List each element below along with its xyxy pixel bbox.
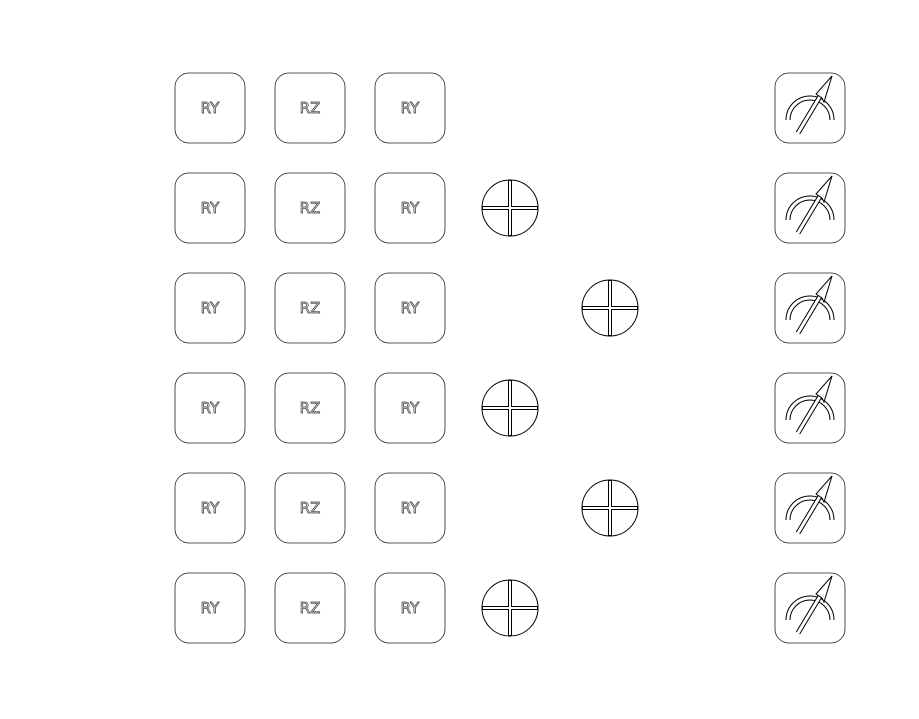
- gate-label: RY: [201, 99, 220, 117]
- gate-box: [274, 172, 346, 244]
- gate-box: [174, 72, 246, 144]
- gate-label: RZ: [300, 499, 321, 517]
- rotation-gate-ry[interactable]: RY: [374, 372, 446, 444]
- gate-box: [274, 572, 346, 644]
- measure-meter-icon[interactable]: [774, 172, 846, 244]
- measure-meter-icon[interactable]: [774, 272, 846, 344]
- rotation-gate-ry[interactable]: RY: [374, 272, 446, 344]
- rotation-gate-rz[interactable]: RZ: [274, 272, 346, 344]
- gate-box: [374, 72, 446, 144]
- gate-label: RZ: [300, 599, 321, 617]
- gate-box: [374, 572, 446, 644]
- gate-label: RZ: [300, 99, 321, 117]
- measure-meter-icon[interactable]: [774, 572, 846, 644]
- gate-label: RY: [401, 199, 420, 217]
- gate-box: [174, 472, 246, 544]
- gate-label: RY: [201, 299, 220, 317]
- gate-box: [174, 572, 246, 644]
- gate-label: RY: [201, 399, 220, 417]
- rotation-gate-ry[interactable]: RY: [174, 272, 246, 344]
- rotation-gate-ry[interactable]: RY: [374, 172, 446, 244]
- gate-label: RY: [401, 399, 420, 417]
- gate-label: RY: [201, 599, 220, 617]
- cnot-target-icon[interactable]: [481, 379, 539, 437]
- gate-box: [274, 372, 346, 444]
- cnot-target-icon[interactable]: [481, 579, 539, 637]
- gate-label: RY: [401, 499, 420, 517]
- rotation-gate-rz[interactable]: RZ: [274, 172, 346, 244]
- rotation-gate-ry[interactable]: RY: [174, 472, 246, 544]
- cnot-target-icon[interactable]: [481, 179, 539, 237]
- rotation-gate-ry[interactable]: RY: [174, 372, 246, 444]
- gate-label: RY: [401, 299, 420, 317]
- gate-label: RZ: [300, 399, 321, 417]
- gate-box: [174, 172, 246, 244]
- gate-label: RY: [201, 199, 220, 217]
- rotation-gate-ry[interactable]: RY: [374, 572, 446, 644]
- rotation-gate-ry[interactable]: RY: [174, 572, 246, 644]
- rotation-gate-ry[interactable]: RY: [174, 72, 246, 144]
- gate-label: RY: [401, 99, 420, 117]
- gate-box: [274, 472, 346, 544]
- gate-box: [274, 72, 346, 144]
- rotation-gate-rz[interactable]: RZ: [274, 572, 346, 644]
- rotation-gate-rz[interactable]: RZ: [274, 472, 346, 544]
- gate-box: [174, 372, 246, 444]
- gate-label: RZ: [300, 199, 321, 217]
- cnot-target-icon[interactable]: [581, 279, 639, 337]
- gate-box: [374, 172, 446, 244]
- gate-box: [274, 272, 346, 344]
- gate-label: RY: [201, 499, 220, 517]
- gate-label: RY: [401, 599, 420, 617]
- rotation-gate-ry[interactable]: RY: [374, 72, 446, 144]
- gate-label: RZ: [300, 299, 321, 317]
- gate-box: [174, 272, 246, 344]
- rotation-gate-ry[interactable]: RY: [374, 472, 446, 544]
- measure-meter-icon[interactable]: [774, 72, 846, 144]
- rotation-gate-rz[interactable]: RZ: [274, 72, 346, 144]
- measure-meter-icon[interactable]: [774, 472, 846, 544]
- gate-box: [374, 472, 446, 544]
- cnot-target-icon[interactable]: [581, 479, 639, 537]
- rotation-gate-ry[interactable]: RY: [174, 172, 246, 244]
- measure-meter-icon[interactable]: [774, 372, 846, 444]
- gate-box: [374, 372, 446, 444]
- gate-box: [374, 272, 446, 344]
- rotation-gate-rz[interactable]: RZ: [274, 372, 346, 444]
